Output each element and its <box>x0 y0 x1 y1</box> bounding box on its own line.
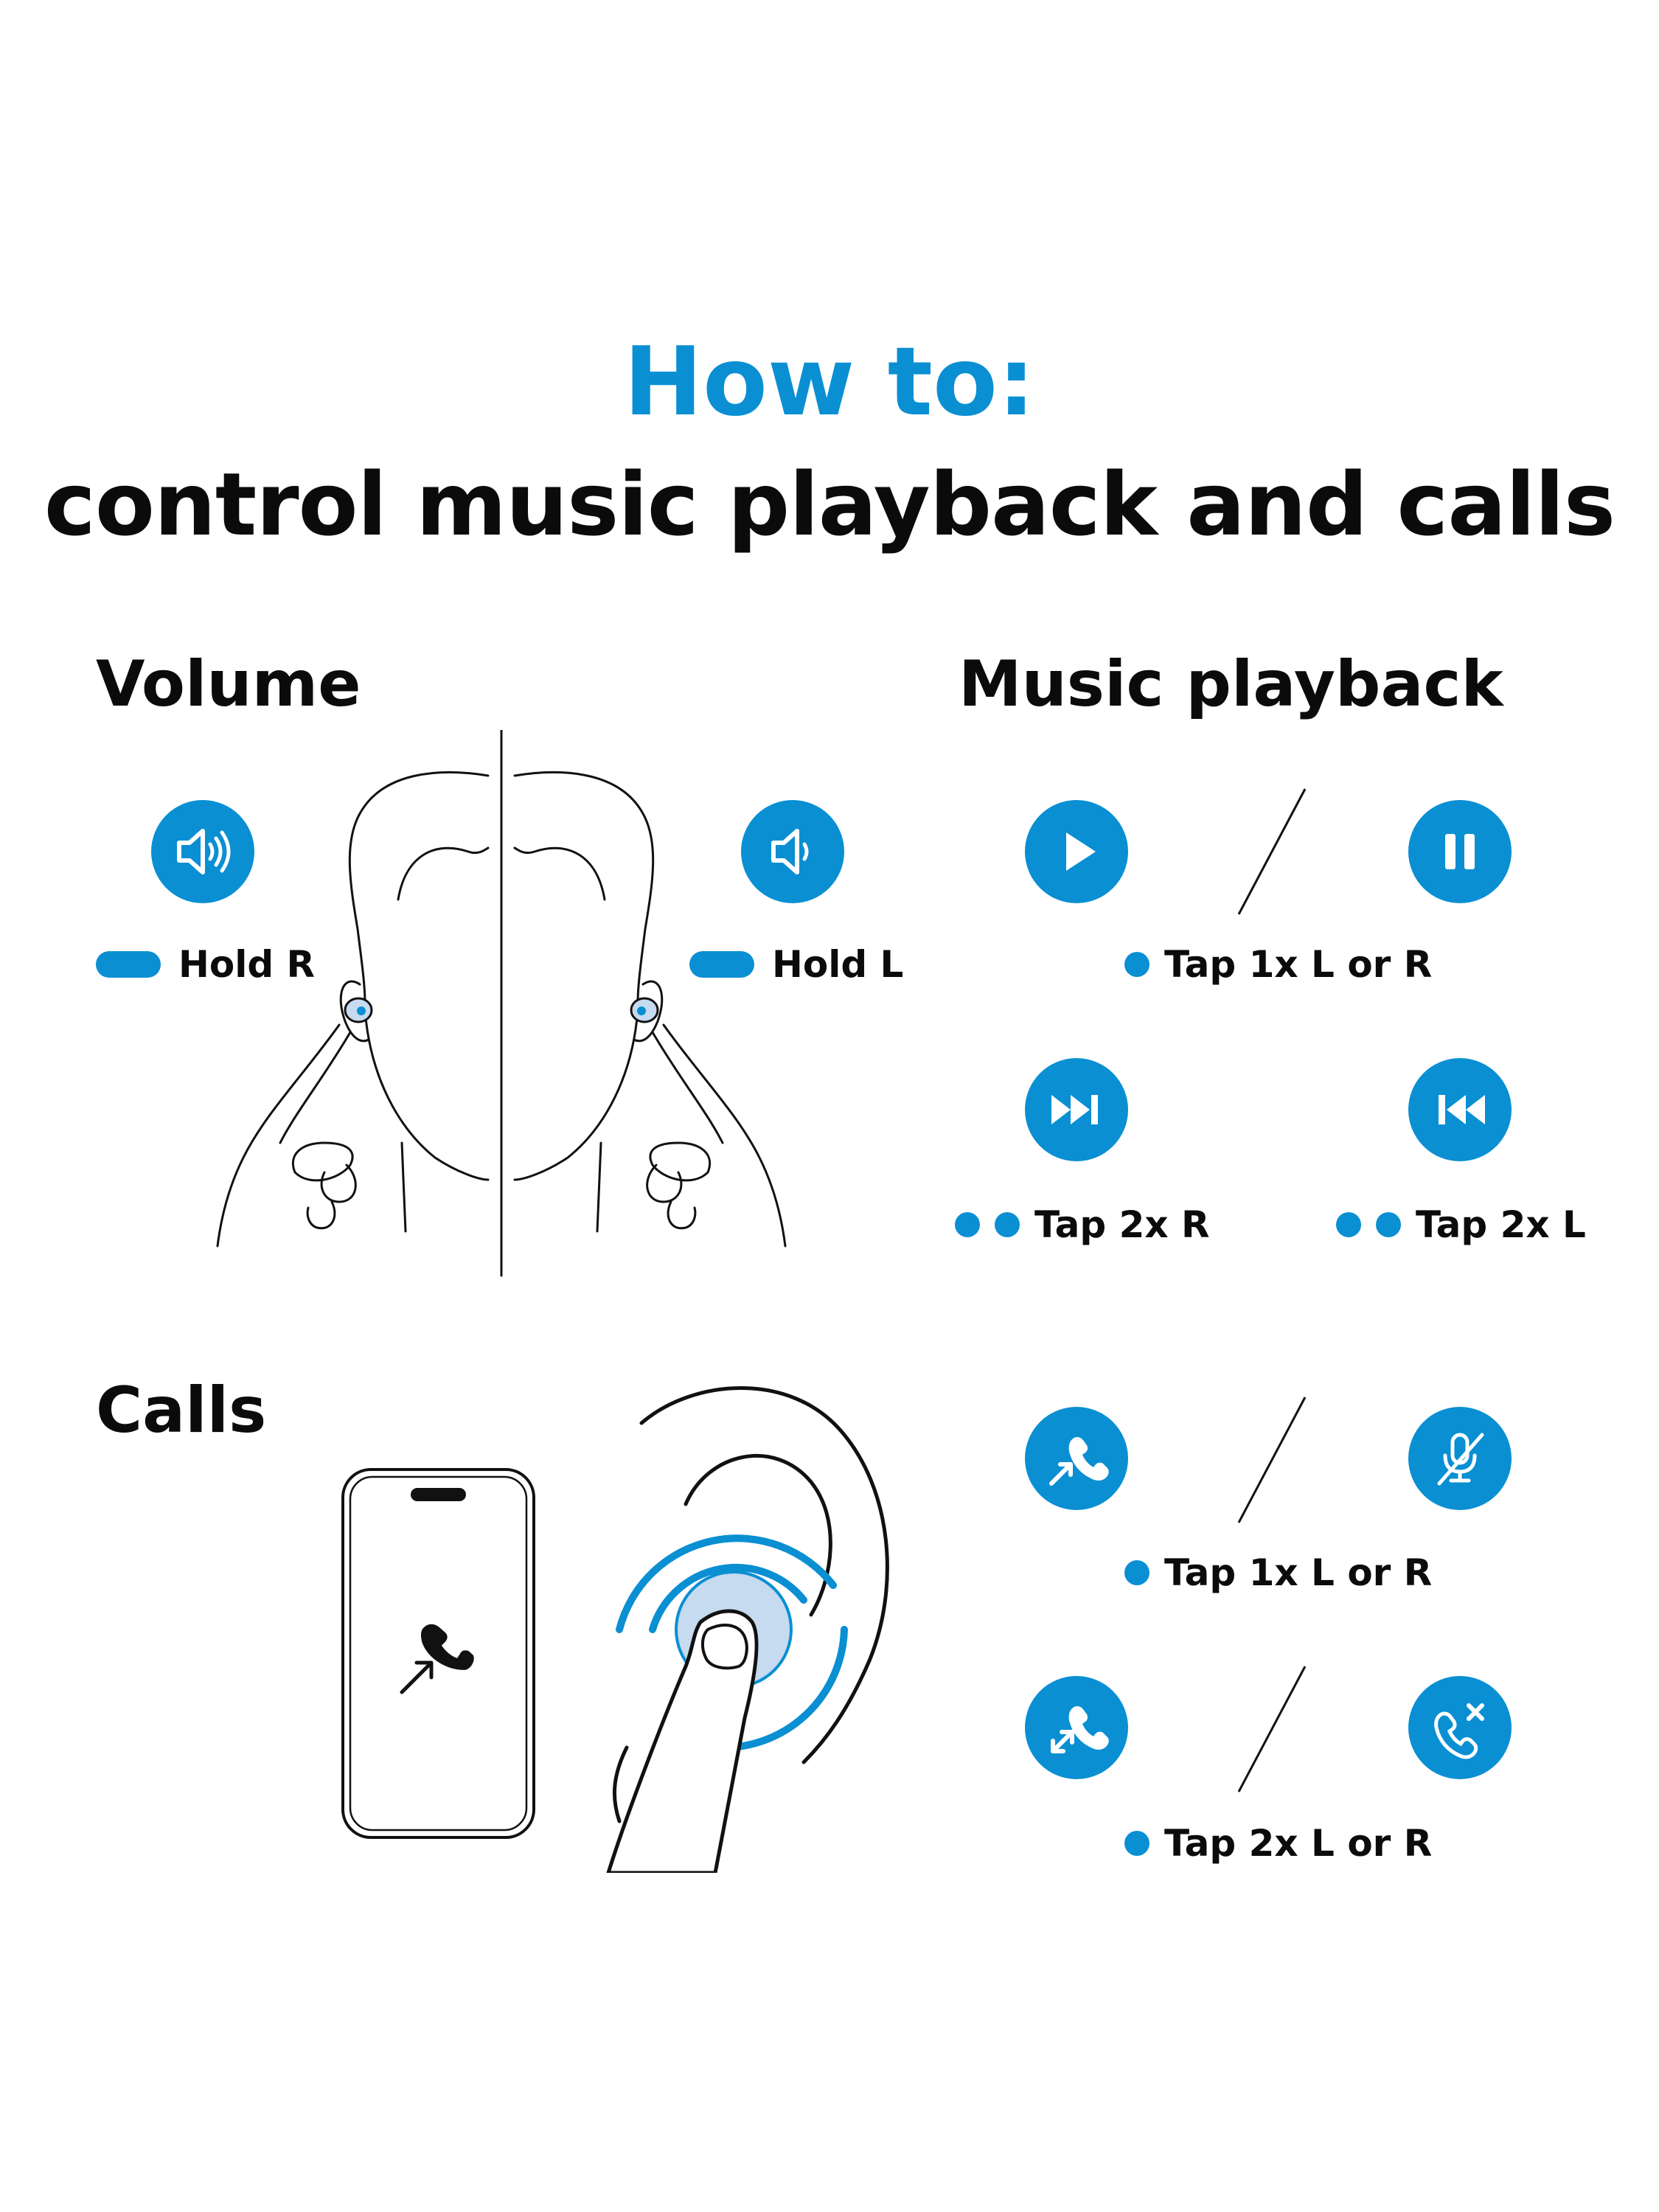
divider-slash <box>1237 1666 1307 1792</box>
answer-mute-label: Tap 1x L or R <box>1164 1551 1433 1594</box>
play-pause-instruction: Tap 1x L or R <box>1124 946 1432 983</box>
previous-track-label: Tap 2x L <box>1416 1203 1586 1246</box>
divider-slash <box>1237 788 1307 915</box>
volume-down-instruction: Hold L <box>689 946 903 983</box>
hold-indicator <box>689 951 754 978</box>
pause-icon <box>1408 800 1512 903</box>
tap-dot <box>1124 1560 1150 1585</box>
end-call-icon <box>1025 1676 1128 1779</box>
page-title: control music playback and calls <box>44 453 1615 555</box>
tap-dot <box>995 1212 1020 1237</box>
volume-right-label: Hold R <box>178 943 316 986</box>
reject-call-icon <box>1408 1676 1512 1779</box>
previous-track-icon <box>1408 1058 1512 1161</box>
tap-dot <box>1124 1831 1150 1856</box>
next-track-label: Tap 2x R <box>1034 1203 1210 1246</box>
hold-indicator <box>96 951 161 978</box>
next-track-instruction: Tap 2x R <box>955 1206 1210 1243</box>
section-title-volume: Volume <box>96 647 361 721</box>
tap-dot <box>1336 1212 1361 1237</box>
next-track-icon <box>1025 1058 1128 1161</box>
ear-tap-illustration <box>606 1386 889 1873</box>
phone-illustration <box>341 1468 535 1839</box>
tap-dot <box>955 1212 980 1237</box>
volume-up-icon <box>151 800 254 903</box>
tap-dot <box>1124 952 1150 977</box>
answer-call-icon <box>1025 1407 1128 1510</box>
section-title-calls: Calls <box>96 1374 267 1447</box>
volume-up-instruction: Hold R <box>96 946 315 983</box>
section-title-music: Music playback <box>959 647 1503 721</box>
play-pause-label: Tap 1x L or R <box>1164 943 1433 986</box>
volume-down-icon <box>741 800 844 903</box>
answer-mute-instruction: Tap 1x L or R <box>1124 1554 1432 1591</box>
hangup-reject-instruction: Tap 2x L or R <box>1124 1825 1432 1862</box>
previous-track-instruction: Tap 2x L <box>1336 1206 1586 1243</box>
incoming-call-icon <box>400 1624 474 1694</box>
hangup-reject-label: Tap 2x L or R <box>1164 1822 1433 1865</box>
volume-left-label: Hold L <box>772 943 904 986</box>
mute-icon <box>1408 1407 1512 1510</box>
tap-dot <box>1376 1212 1401 1237</box>
heading-how-to: How to: <box>623 327 1036 437</box>
divider-slash <box>1237 1397 1307 1523</box>
play-icon <box>1025 800 1128 903</box>
head-illustration <box>216 730 787 1277</box>
